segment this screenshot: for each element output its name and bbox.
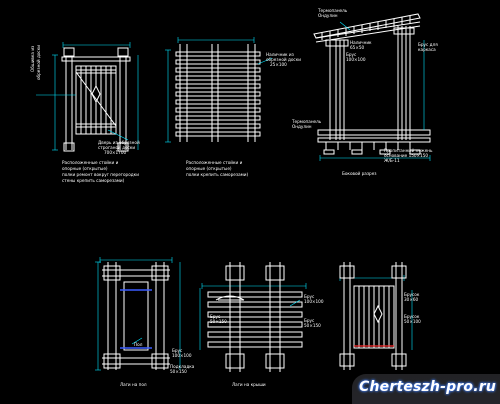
- svg-text:100×100: 100×100: [304, 299, 324, 304]
- svg-text:Термопанель: Термопанель: [291, 119, 322, 124]
- svg-text:Пол: Пол: [134, 342, 143, 347]
- view-gate-front: Обшивка из обрезной доски Дверь из обрез…: [30, 42, 140, 183]
- svg-text:Брусок: Брусок: [404, 314, 420, 319]
- svg-text:Наличник: Наличник: [350, 40, 372, 45]
- svg-text:Брус для: Брус для: [418, 42, 438, 47]
- svg-text:Брус: Брус: [304, 318, 315, 323]
- svg-text:Брус: Брус: [304, 294, 315, 299]
- svg-text:основание 150×150: основание 150×150: [384, 153, 428, 158]
- svg-text:100×100: 100×100: [172, 353, 192, 358]
- svg-text:700×1700: 700×1700: [104, 150, 126, 155]
- svg-text:Термопанель: Термопанель: [317, 8, 348, 13]
- svg-text:Ондулин: Ондулин: [292, 124, 312, 129]
- svg-text:Лаги на пол: Лаги на пол: [120, 382, 147, 387]
- svg-text:обрезной доски: обрезной доски: [266, 57, 301, 62]
- svg-text:50×150: 50×150: [170, 369, 187, 374]
- view-frame-plan: Пол Брус 100×100 Подкладка 50×150 Лаги н…: [95, 257, 195, 387]
- svg-text:Наличник из: Наличник из: [266, 52, 294, 57]
- svg-text:100×100: 100×100: [346, 57, 366, 62]
- svg-text:Брус: Брус: [172, 348, 183, 353]
- svg-text:Пропитанный лежень: Пропитанный лежень: [384, 148, 433, 153]
- svg-text:Брус: Брус: [346, 52, 357, 57]
- svg-text:30×60: 30×60: [404, 297, 419, 302]
- svg-text:каркаса: каркаса: [418, 47, 436, 52]
- svg-text:стены крепить саморезами): стены крепить саморезами): [62, 178, 125, 183]
- watermark-backdrop: [352, 374, 500, 404]
- view-rear-wall: Брусок 30×60 Брусок 50×100: [339, 262, 421, 370]
- svg-text:Брусок: Брусок: [404, 292, 420, 297]
- view-slatted-gate: Наличник из обрезной доски 25×100 Распол…: [165, 37, 301, 177]
- svg-text:Боковой разрез: Боковой разрез: [342, 171, 377, 176]
- view-side-section: Термопанель Ондулин Наличник 65×50 Брус …: [291, 8, 438, 176]
- svg-text:Дверь из обрезной: Дверь из обрезной: [98, 140, 140, 145]
- svg-text:полки ремонт вокруг перегородк: полки ремонт вокруг перегородки: [62, 172, 139, 177]
- svg-text:Обшивка из: Обшивка из: [30, 46, 35, 72]
- svg-text:Подкладка: Подкладка: [170, 364, 195, 369]
- svg-text:Брус: Брус: [210, 314, 221, 319]
- svg-text:опорные (открытые): опорные (открытые): [62, 166, 108, 171]
- svg-text:полки крепить саморезами): полки крепить саморезами): [186, 172, 249, 177]
- svg-text:50×150: 50×150: [210, 319, 227, 324]
- svg-text:опорные (открытые): опорные (открытые): [186, 166, 232, 171]
- svg-text:50×150: 50×150: [304, 323, 321, 328]
- svg-text:50×100: 50×100: [404, 319, 421, 324]
- svg-text:Расположенные стойки и: Расположенные стойки и: [186, 160, 243, 165]
- svg-text:Лаги на крыши: Лаги на крыши: [232, 382, 266, 387]
- svg-text:обрезной доски: обрезной доски: [36, 45, 41, 80]
- svg-text:65×50: 65×50: [350, 45, 365, 50]
- svg-text:Расположенные стойки и: Расположенные стойки и: [62, 160, 119, 165]
- svg-text:Ж/Б-11: Ж/Б-11: [384, 158, 400, 163]
- svg-text:25×100: 25×100: [270, 62, 287, 67]
- svg-text:Ондулин: Ондулин: [318, 13, 338, 18]
- view-roof-joists: Брус 50×150 Брус 100×100 Брус 50×150 Лаг…: [199, 262, 324, 387]
- watermark-text: Cherteszh-pro.ru: [359, 379, 497, 395]
- svg-text:строганой доски: строганой доски: [98, 145, 135, 150]
